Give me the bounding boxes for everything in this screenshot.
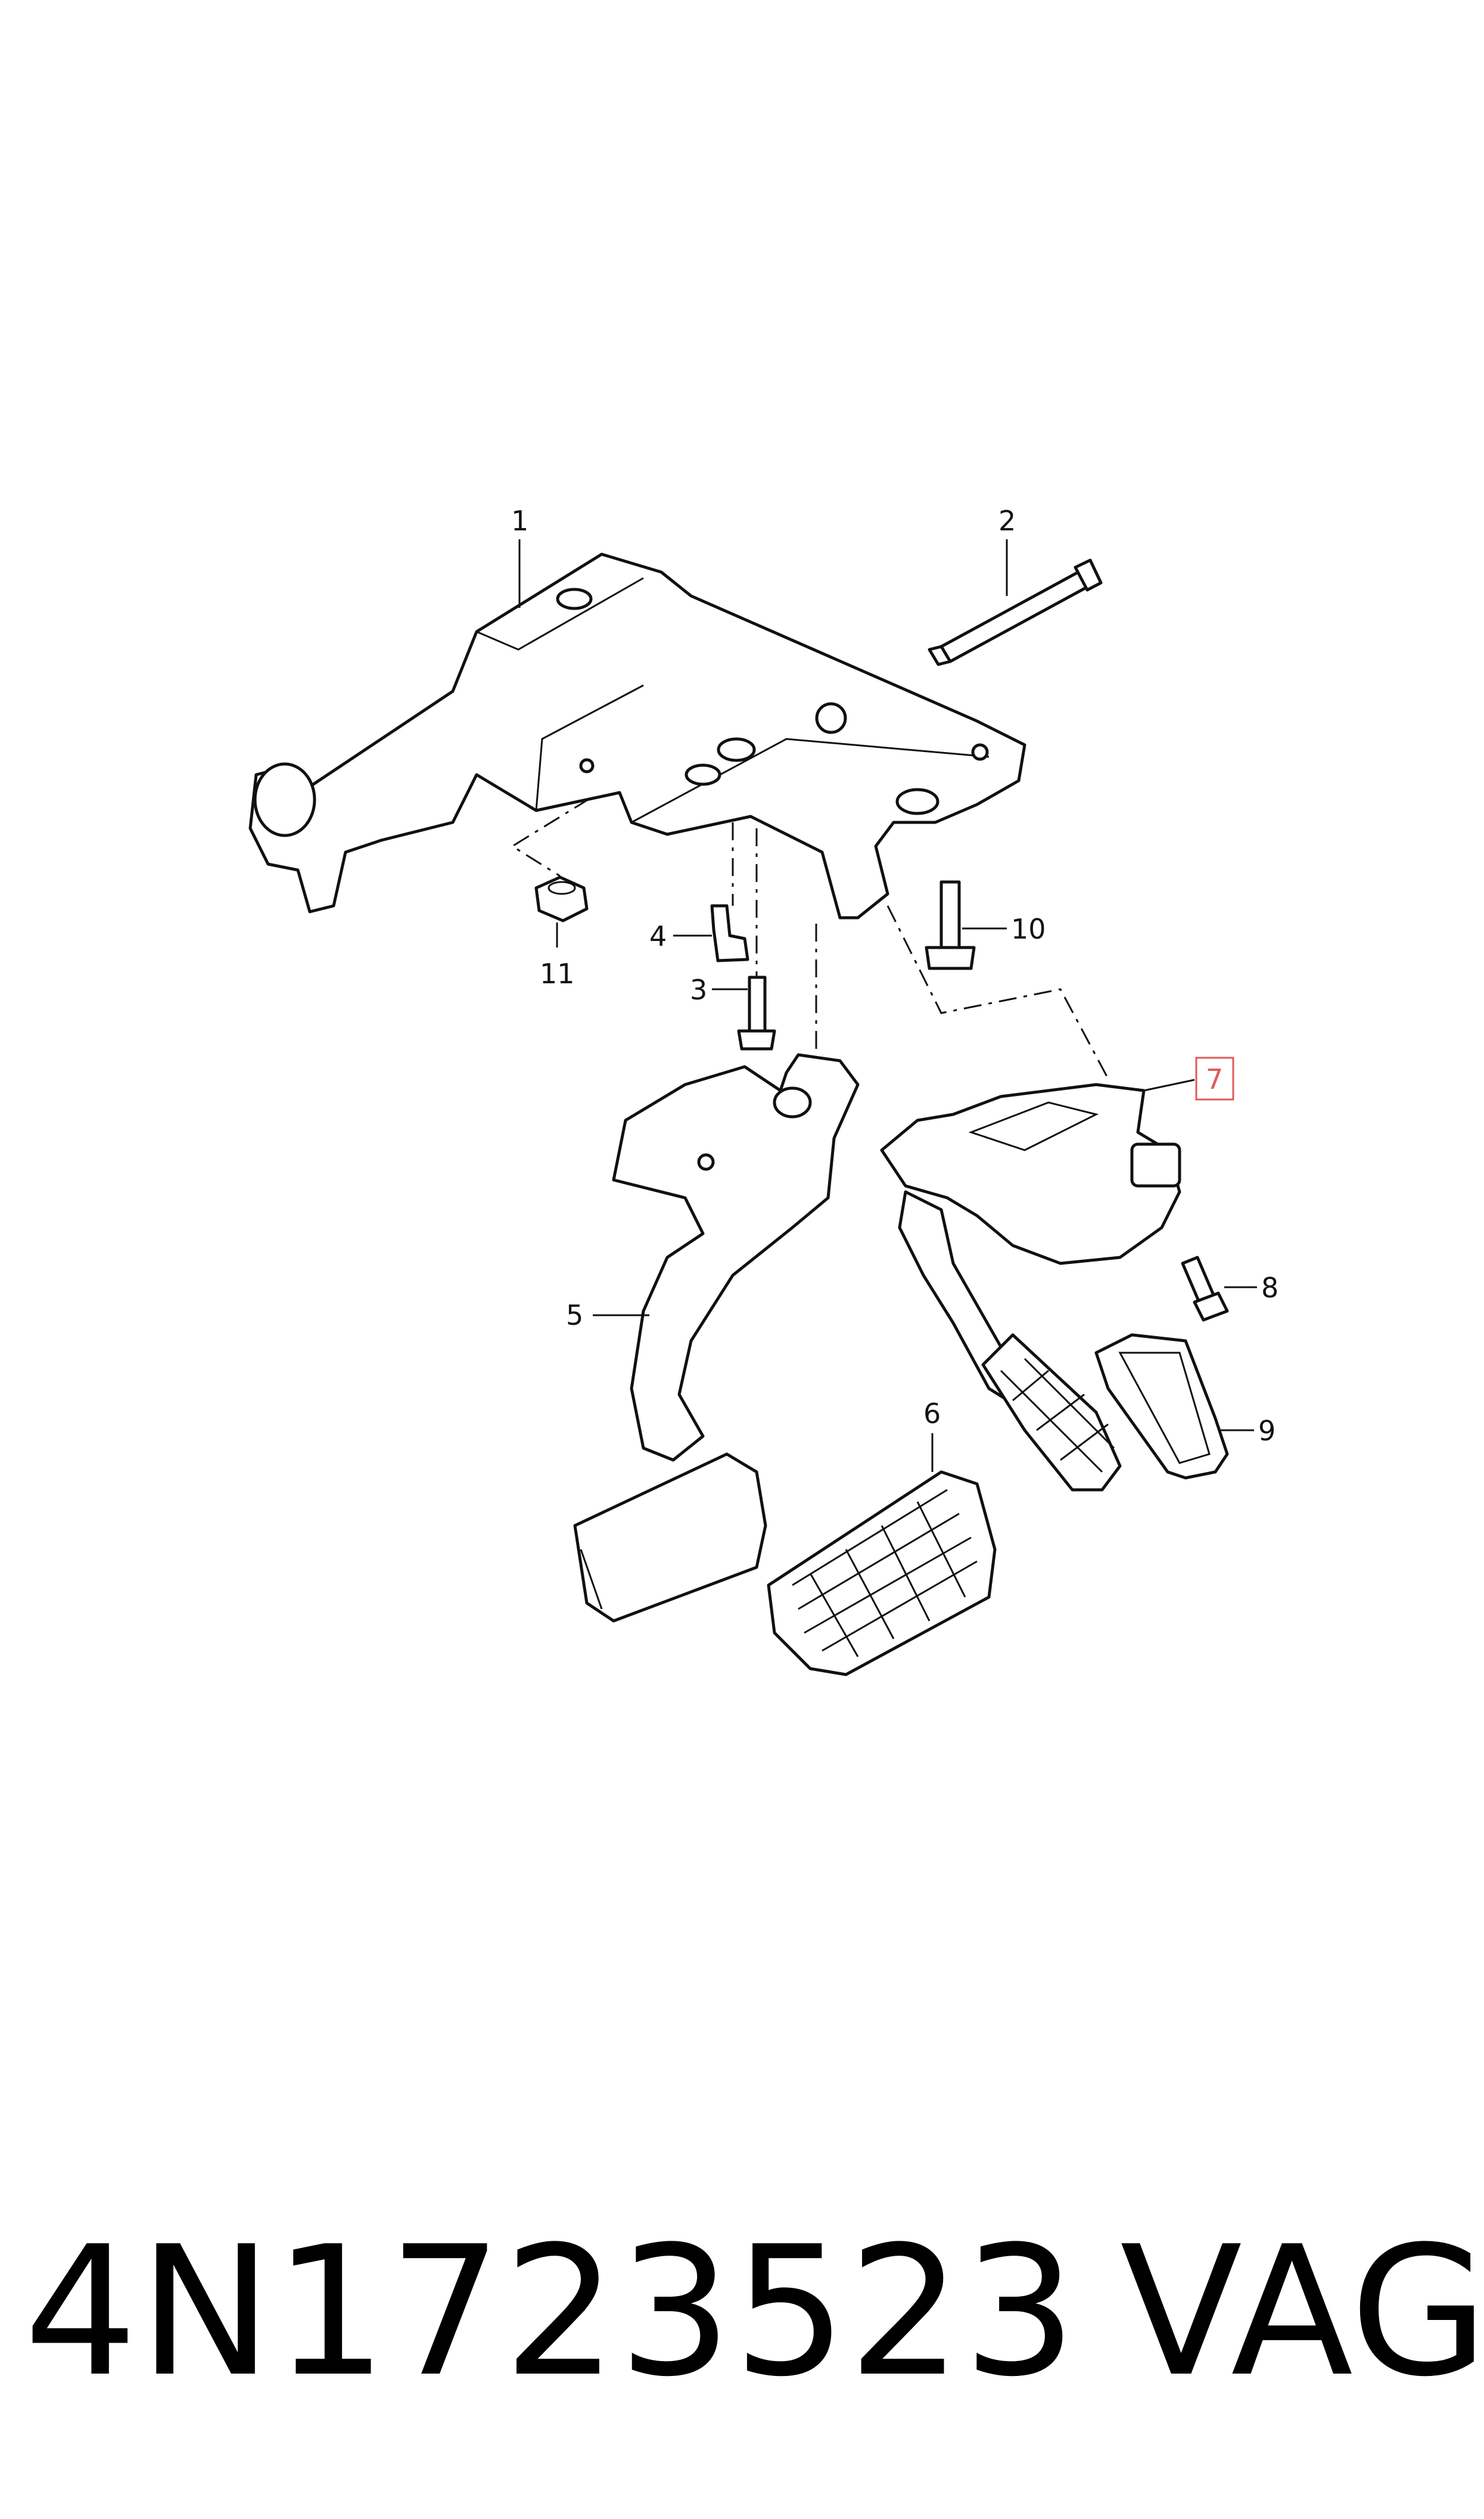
- callout-5: 5: [566, 1299, 583, 1331]
- bolt-part-8: [1181, 1256, 1229, 1322]
- bolt-part-10: [925, 880, 976, 970]
- screw-part-3: [737, 976, 776, 1051]
- brake-pedal-part: [573, 1053, 860, 1623]
- part-number-label: 4N1723523: [24, 2208, 1078, 2416]
- assembly-line-nut: [511, 797, 590, 877]
- callout-10: 10: [1011, 913, 1046, 945]
- callout-7-highlight-box: [1195, 1057, 1234, 1101]
- callout-11: 11: [540, 958, 575, 990]
- retaining-clip-part: [710, 904, 749, 962]
- brand-label: VAG: [1120, 2208, 1484, 2416]
- accelerator-pedal-pad-part: [1094, 1333, 1229, 1480]
- callout-1: 1: [511, 505, 528, 537]
- callout-6: 6: [923, 1397, 941, 1430]
- leader-line-7: [1143, 1079, 1195, 1092]
- callout-9: 9: [1258, 1415, 1275, 1447]
- brake-pedal-pad-part: [767, 1470, 997, 1676]
- callout-7: 7: [1206, 1063, 1223, 1095]
- callout-4: 4: [649, 920, 667, 952]
- accelerator-pedal-module-part: [880, 1083, 1181, 1492]
- callout-3: 3: [690, 974, 707, 1006]
- callout-8: 8: [1261, 1272, 1278, 1304]
- callout-2: 2: [998, 505, 1016, 537]
- pedal-bracket-part: [248, 552, 1026, 920]
- hex-nut-part: [534, 875, 589, 923]
- assembly-line-accelerator: [886, 905, 1109, 1079]
- pedal-pin-part: [928, 558, 1103, 666]
